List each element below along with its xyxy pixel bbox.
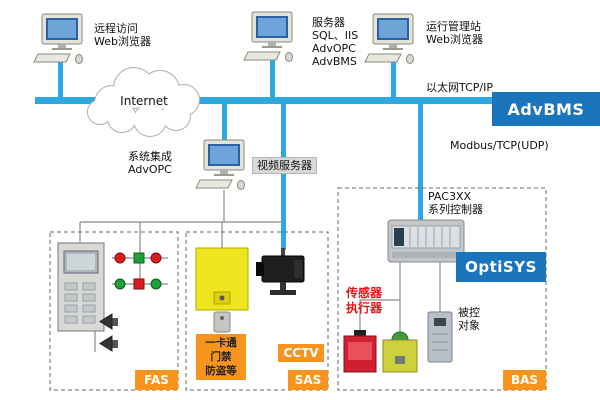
remote-access-workstation-icon [33,13,83,64]
pac-controller-icon [387,219,465,263]
integration-workstation-icon [195,139,245,190]
sas-zone-box [185,231,329,391]
optisys-badge: OptiSYS [456,252,546,282]
fas-tag: FAS [135,370,178,390]
sensor-device-icon [343,330,377,373]
actuator-device-icon [382,331,418,373]
bus-connector-lines [58,60,423,250]
server-workstation-icon [243,11,293,62]
system-integration-label: 系统集成 AdvOPC [128,150,172,176]
video-server-label: 视频服务器 [252,157,317,174]
access-control-box-icon [195,247,249,311]
ethernet-label: 以太网TCP/IP [426,81,493,94]
internet-cloud [87,67,200,137]
controlled-object-label: 被控 对象 [458,306,480,332]
bas-zone-box [337,187,547,391]
bas-tag: BAS [503,370,546,390]
cctv-tag: CCTV [278,344,324,362]
ethernet-bus-line [35,97,600,104]
sensor-actuator-label: 传感器 执行器 [346,286,383,315]
fas-zone-box [49,231,179,391]
remote-access-label: 远程访问 Web浏览器 [94,22,151,48]
card-reader-icon [213,311,231,333]
fire-detector-icons [114,252,162,290]
server-label: 服务器 SQL、IIS AdvOPC AdvBMS [312,16,359,68]
sas-tag: SAS [288,370,328,390]
management-station-label: 运行管理站 Web浏览器 [426,20,483,46]
modbus-label: Modbus/TCP(UDP) [450,139,549,152]
alarm-speaker-icon [99,335,119,352]
card-access-tag: 一卡通 门禁 防盗等 [196,334,246,380]
cctv-camera-icon [256,248,305,295]
advbms-badge: AdvBMS [492,92,600,126]
field-wiring-lines [79,190,441,352]
controlled-device-icon [427,311,453,363]
management-workstation-icon [364,13,414,64]
pac-controller-label: PAC3XX 系列控制器 [428,190,483,216]
internet-label: Internet [120,94,168,108]
fire-alarm-panel-icon [57,242,105,332]
